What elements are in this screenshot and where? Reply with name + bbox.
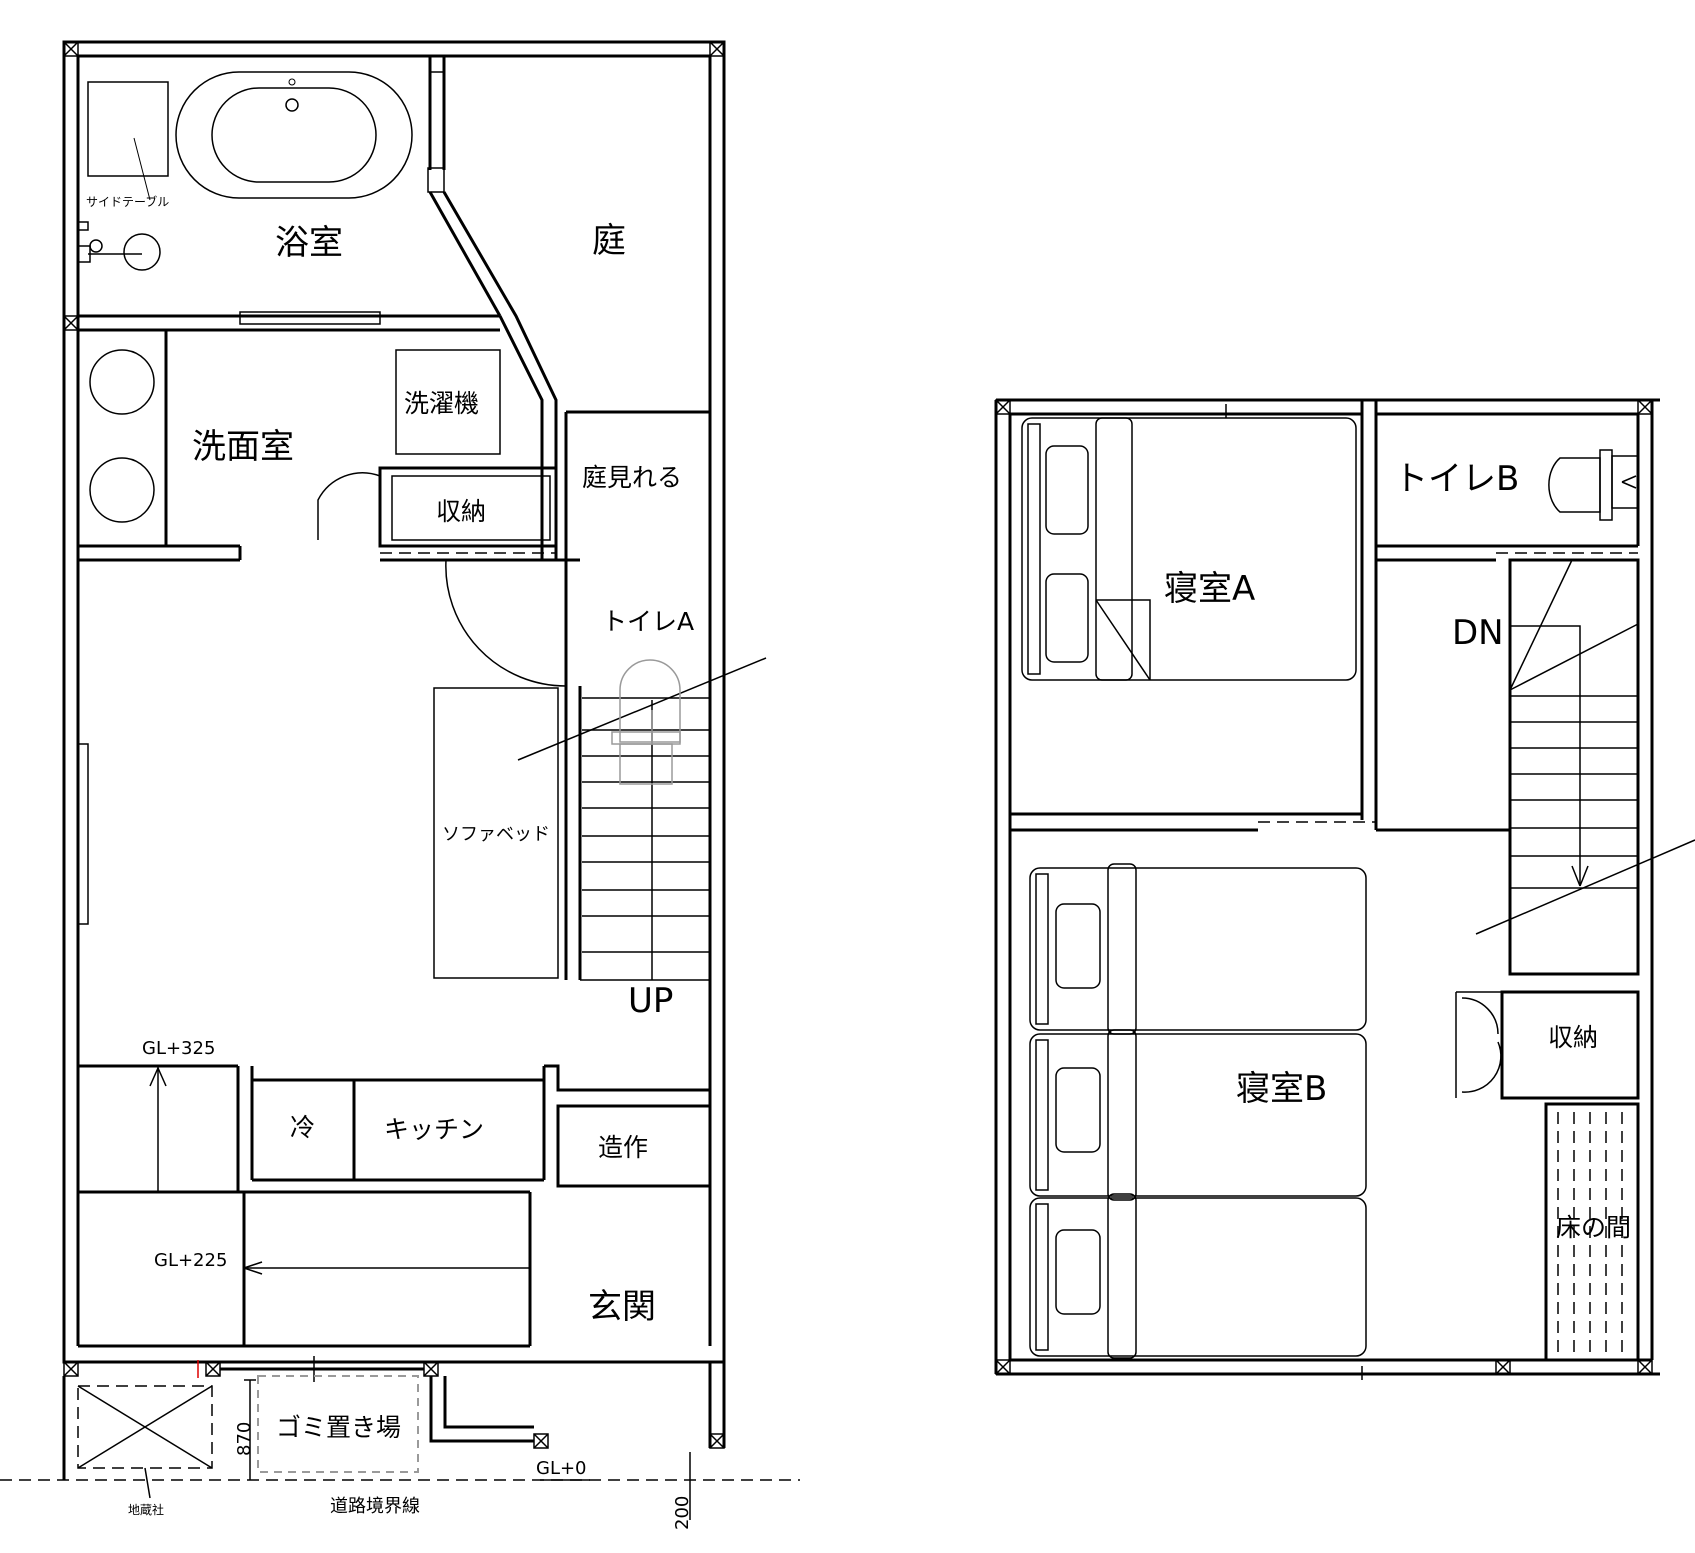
label-dn: DN — [1452, 613, 1504, 653]
label-bath: 浴室 — [275, 223, 343, 263]
floor-1-plan: 浴室 庭 サイドテーブル 洗面室 洗濯機 収納 庭見れる トイレA ソファベッド… — [0, 40, 800, 1530]
label-gl325: GL+325 — [142, 1038, 215, 1059]
floor-2-stairs — [1475, 558, 1695, 976]
label-kitchen: キッチン — [384, 1115, 484, 1144]
tokonoma — [1544, 1102, 1640, 1362]
label-gl225: GL+225 — [154, 1250, 227, 1271]
label-toilet-a: トイレA — [602, 607, 694, 636]
label-built-in: 造作 — [598, 1133, 648, 1162]
label-bedroom-b: 寝室B — [1236, 1069, 1327, 1109]
bed-a-icon — [1021, 417, 1357, 681]
toilet-b-icon — [1548, 449, 1639, 521]
bathtub-icon — [175, 71, 413, 199]
label-gl0: GL+0 — [536, 1458, 587, 1479]
label-garbage: ゴミ置き場 — [276, 1413, 401, 1442]
label-storage-2f: 収納 — [1548, 1023, 1598, 1052]
label-entrance: 玄関 — [588, 1287, 656, 1327]
label-tokonoma: 床の間 — [1556, 1213, 1631, 1242]
side-table-icon — [87, 81, 169, 201]
label-garden: 庭 — [592, 221, 626, 261]
label-washing-machine: 洗濯機 — [404, 389, 479, 418]
label-storage-1f: 収納 — [436, 497, 486, 526]
label-side-table: サイドテーブル — [86, 194, 169, 209]
label-bedroom-a: 寝室A — [1164, 569, 1255, 609]
label-sofa-bed: ソファベッド — [442, 824, 550, 845]
label-jizo: 地蔵社 — [128, 1502, 164, 1517]
storage-2f — [1455, 990, 1640, 1100]
label-boundary: 道路境界線 — [330, 1496, 420, 1517]
bed-b3-icon — [1029, 1193, 1367, 1359]
floor-2-plan: 寝室A トイレB DN 寝室B 収納 床の間 — [994, 398, 1695, 1380]
sink-icons — [89, 349, 155, 523]
shower-icon — [77, 221, 161, 271]
bed-b2-icon — [1029, 1029, 1367, 1201]
label-dim-870: 870 — [234, 1422, 255, 1456]
label-up: UP — [628, 981, 673, 1021]
floor-1-partitions — [0, 55, 800, 1520]
label-dim-200: 200 — [672, 1496, 693, 1530]
floor-2-walls — [994, 398, 1660, 1380]
label-garden-view: 庭見れる — [582, 463, 682, 492]
label-toilet-b: トイレB — [1394, 459, 1519, 499]
label-fridge: 冷 — [290, 1113, 315, 1142]
bed-b1-icon — [1029, 863, 1367, 1035]
toilet-a-icon — [611, 659, 681, 785]
label-washroom: 洗面室 — [192, 427, 294, 467]
